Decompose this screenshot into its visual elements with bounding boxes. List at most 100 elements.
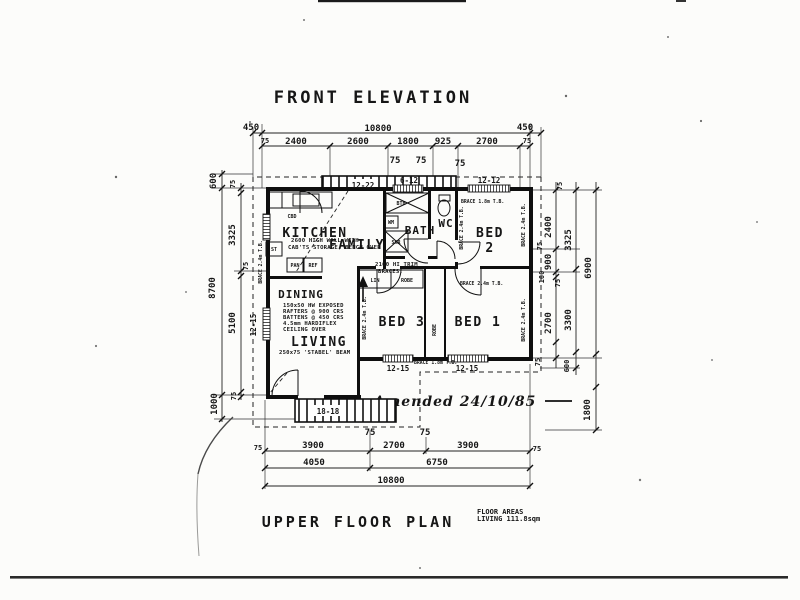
dim-right-75b: 75 (536, 242, 544, 250)
dim-top-75b: 75 (523, 137, 531, 145)
eaves-outline (252, 176, 542, 428)
dim-bot-4050: 4050 (303, 458, 325, 468)
brace-bed3-left: BRACE 2.4m T.B. (362, 296, 368, 339)
label-cupboard: CBD (287, 214, 296, 220)
front-elevation-title: FRONT ELEVATION (274, 88, 473, 108)
dim-right-2400: 2400 (544, 216, 554, 238)
note-beam: 250x75 'STABEL' BEAM (279, 350, 351, 356)
dim-top-2400: 2400 (285, 137, 307, 147)
windows (262, 184, 511, 363)
note-family-brace-2: BRACES. (378, 269, 403, 275)
note-ceiling-2: RAFTERS @ 900 CRS (283, 309, 344, 315)
dim-bot-75c: 75 (420, 428, 431, 438)
note-ceiling-1: 150x50 HW EXPOSED (283, 303, 344, 309)
code-bed1-window: 12-15 (456, 364, 479, 373)
dim-bot-3900b: 3900 (457, 441, 479, 451)
code-bath-window: 6-12 (400, 176, 418, 185)
brace-left-wall: BRACE 2.4m T.B. (258, 240, 264, 283)
stair-up-arrow (358, 276, 368, 301)
bathtub-symbol (385, 192, 430, 214)
dim-top-75a: 75 (261, 137, 269, 145)
shower-symbol (384, 230, 409, 253)
dim-bot-overall: 10800 (377, 476, 404, 486)
stove-box (265, 241, 283, 257)
linen-robe-cupboards (358, 269, 424, 289)
fridge-box (303, 257, 323, 273)
label-stove: ST (271, 247, 277, 253)
dim-top-2700: 2700 (476, 137, 498, 147)
dim-right-3300: 3300 (564, 309, 574, 331)
dim-right-600: 600 (563, 360, 571, 373)
note-kitchen-wall-1: 2600 HIGH WALL WITH (291, 238, 359, 244)
label-shower: SHR (391, 240, 401, 246)
dim-right-900: 900 (544, 254, 554, 270)
dim-top-1800: 1800 (397, 137, 419, 147)
dim-left-75b: 75 (242, 262, 250, 270)
dim-left-75c: 75 (230, 392, 238, 400)
dim-top-eave-right: 450 (517, 123, 533, 133)
dim-top-wall75-3: 75 (455, 159, 466, 169)
note-ceiling-3: BATTENS @ 450 CRS (283, 315, 344, 321)
left-dimensions: 600 8700 1000 75 3325 75 5100 75 (208, 170, 300, 423)
code-stairs: 12-22 (352, 181, 375, 190)
note-family-brace-1: 2100 HI TRIM (375, 262, 418, 268)
label-bathtub: BTH (396, 201, 405, 207)
dim-right-3325: 3325 (564, 229, 574, 251)
room-label-wc: WC (438, 217, 453, 230)
dim-right-75c: 75 (554, 279, 562, 287)
dim-left-75a: 75 (229, 180, 237, 188)
room-label-bed2: BED (476, 226, 504, 241)
dim-right-75a: 75 (556, 182, 564, 190)
dim-top-eave-left: 450 (243, 123, 259, 133)
code-left-window: 12-15 (249, 314, 258, 337)
room-label-dining: DINING (278, 288, 324, 301)
brace-bed2-top: BRACE 1.8m T.B. (461, 199, 504, 205)
label-pantry: PAN (290, 263, 299, 269)
washing-machine-box (384, 215, 399, 229)
scan-artifacts (10, 0, 788, 579)
label-robe-vertical: ROBE (432, 324, 438, 336)
floor-areas-label: FLOOR AREAS (477, 508, 523, 516)
dim-right-75d: 75 (534, 358, 542, 366)
brace-bed1-right: BRACE 2.4m T.B. (521, 298, 527, 341)
dim-top-wall75-2: 75 (416, 156, 427, 166)
dim-bot-75a: 75 (254, 444, 262, 452)
dim-bot-6750: 6750 (426, 458, 448, 468)
dim-left-600: 600 (209, 173, 219, 189)
brace-under-windows: BRACE 1.8m T.B. (414, 360, 457, 366)
dim-left-1000: 1000 (210, 393, 220, 415)
pantry-box (286, 257, 304, 273)
label-linen: LIN (370, 278, 379, 284)
toilet-symbol (437, 194, 451, 217)
label-washing-machine: WM (388, 220, 394, 226)
dim-left-3325: 3325 (228, 224, 238, 246)
dim-right-6900: 6900 (584, 257, 594, 279)
room-label-kitchen: KITCHEN (282, 226, 347, 241)
brace-bed2-bottom: BRACE 2.4m T.B. (460, 281, 503, 287)
dim-right-1800: 1800 (583, 399, 593, 421)
room-label-bath: BATH (405, 224, 436, 237)
code-deck: 18-18 (317, 407, 340, 416)
kitchen-bench (267, 191, 333, 209)
amended-note: Amended 24/10/85 (372, 394, 537, 410)
brace-bed2-right: BRACE 2.4m T.B. (521, 203, 527, 246)
dim-top-wall75-1: 75 (390, 156, 401, 166)
dim-bot-2700: 2700 (383, 441, 405, 451)
brace-bed2-left: BRACE 2.4m T.B. (459, 206, 465, 249)
code-bed3-window: 12-15 (387, 364, 410, 373)
dim-left-8700: 8700 (208, 277, 218, 299)
room-label-bed3: BED 3 (379, 315, 426, 330)
room-label-bed2-number: 2 (485, 241, 494, 256)
room-label-family: FAMILY (329, 238, 385, 253)
dim-bot-3900a: 3900 (302, 441, 324, 451)
dim-bot-75d: 75 (533, 445, 541, 453)
dim-top-925: 925 (435, 137, 451, 147)
note-ceiling-4: 4.5mm HARDIFLEX (283, 321, 337, 327)
right-dimensions: 75 2400 75 900 100 75 2700 75 3325 3300 … (533, 182, 602, 434)
bottom-dimensions: 75 3900 75 2700 75 3900 75 4050 6750 108… (254, 364, 541, 490)
dim-right-100: 100 (538, 271, 546, 284)
dim-top-overall: 10800 (364, 124, 391, 134)
room-label-living: LIVING (291, 335, 347, 350)
